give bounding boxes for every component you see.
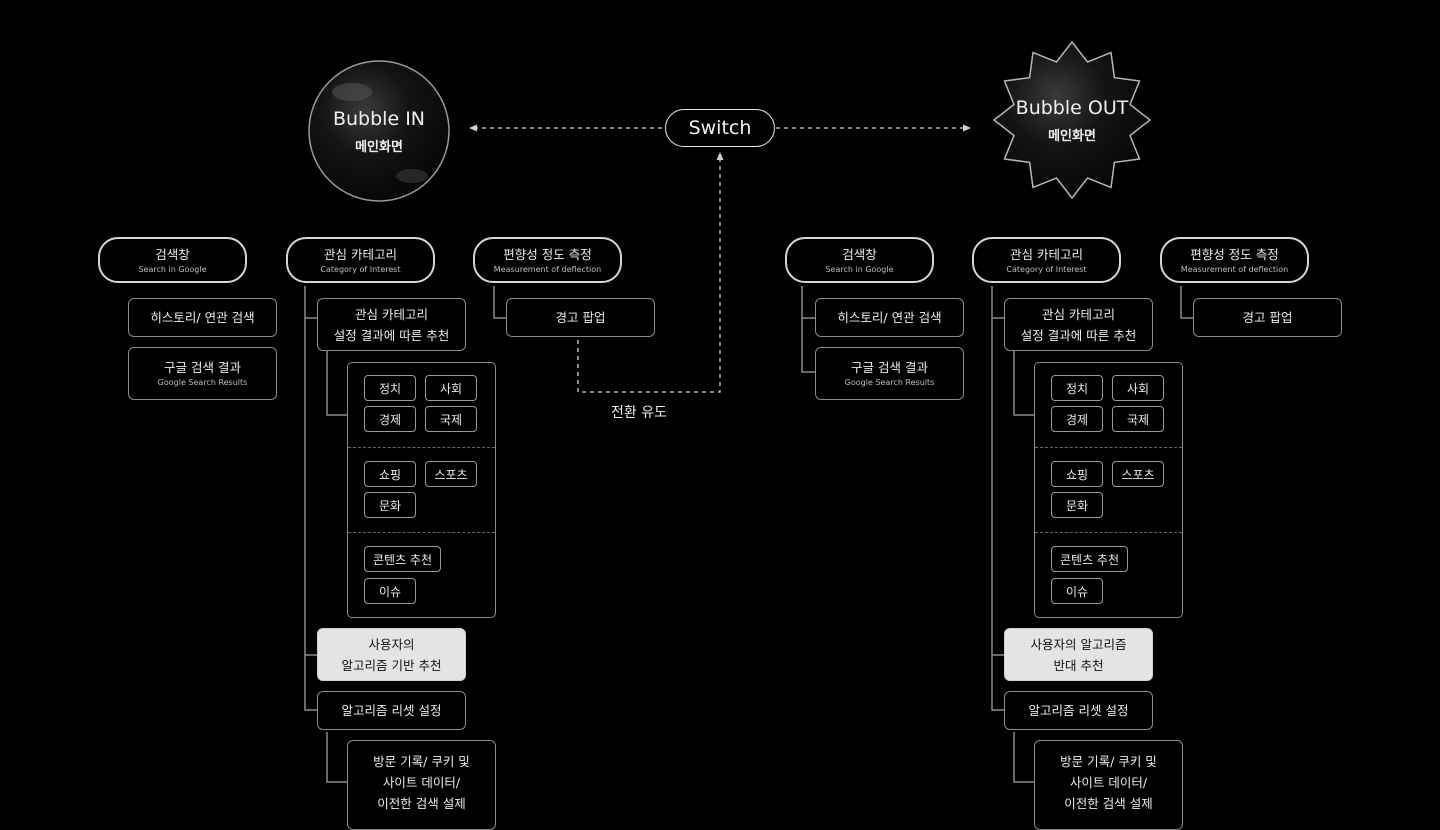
left-search-subtitle: Search in Google: [138, 264, 207, 274]
left-google-results-subtitle: Google Search Results: [157, 378, 248, 387]
right-algo-reco-line2: 반대 추천: [1053, 657, 1104, 673]
left-tag-culture[interactable]: 문화: [364, 492, 416, 518]
induce-switch-label: 전환 유도: [611, 405, 667, 421]
right-tag-shopping[interactable]: 쇼핑: [1051, 461, 1103, 487]
right-algo-reset-label: 알고리즘 리셋 설정: [1028, 702, 1129, 718]
right-tag-economy[interactable]: 경제: [1051, 406, 1103, 432]
right-tag-politics[interactable]: 정치: [1051, 375, 1103, 401]
left-tag-society[interactable]: 사회: [425, 375, 477, 401]
left-tag-issue[interactable]: 이슈: [364, 578, 416, 604]
right-deflection-title: 편향성 정도 측정: [1190, 246, 1279, 262]
right-interest-box[interactable]: 관심 카테고리 Category of Interest: [972, 237, 1121, 283]
left-algo-reset-label: 알고리즘 리셋 설정: [341, 702, 442, 718]
left-visit-line3: 이전한 검색 설제: [377, 796, 466, 811]
group-divider: [348, 447, 495, 448]
left-visit-line2: 사이트 데이터/: [382, 775, 461, 790]
right-google-results-title: 구글 검색 결과: [851, 360, 928, 375]
left-deflection-subtitle: Measurement of deflection: [493, 264, 602, 274]
right-deflection-box[interactable]: 편향성 정도 측정 Measurement of deflection: [1160, 237, 1309, 283]
right-visit-line3: 이전한 검색 설제: [1064, 796, 1153, 811]
connector-lines: [304, 40, 1193, 783]
right-history-box[interactable]: 히스토리/ 연관 검색: [815, 298, 964, 337]
left-algo-reco-line1: 사용자의: [368, 636, 415, 652]
bubble-in-subtitle: 메인화면: [355, 139, 403, 155]
left-visit-history-box[interactable]: 방문 기록/ 쿠키 및 사이트 데이터/ 이전한 검색 설제: [347, 740, 496, 830]
left-warning-label: 경고 팝업: [555, 309, 606, 325]
bubble-in[interactable]: Bubble IN 메인화면: [309, 61, 449, 201]
right-algo-reco-line1: 사용자의 알고리즘: [1030, 636, 1127, 652]
right-tag-issue[interactable]: 이슈: [1051, 578, 1103, 604]
right-interest-reco-line1: 관심 카테고리: [1042, 306, 1115, 322]
right-interest-title: 관심 카테고리: [1010, 246, 1083, 262]
right-tag-culture[interactable]: 문화: [1051, 492, 1103, 518]
left-deflection-box[interactable]: 편향성 정도 측정 Measurement of deflection: [473, 237, 622, 283]
left-interest-reco-line1: 관심 카테고리: [355, 306, 428, 322]
right-algo-reset-box[interactable]: 알고리즘 리셋 설정: [1004, 691, 1153, 730]
right-google-results-box[interactable]: 구글 검색 결과 Google Search Results: [815, 347, 964, 400]
left-tag-international[interactable]: 국제: [425, 406, 477, 432]
right-visit-line1: 방문 기록/ 쿠키 및: [1060, 754, 1157, 769]
right-search-subtitle: Search in Google: [825, 264, 894, 274]
left-interest-subtitle: Category of Interest: [320, 264, 401, 274]
left-tag-content-reco[interactable]: 콘텐츠 추천: [364, 546, 441, 572]
bubble-out-subtitle: 메인화면: [1048, 128, 1096, 144]
left-tag-politics[interactable]: 정치: [364, 375, 416, 401]
right-search-title: 검색창: [842, 246, 877, 262]
left-algo-reco-line2: 알고리즘 기반 추천: [341, 657, 442, 673]
left-interest-reco-line2: 설정 결과에 따른 추천: [333, 327, 450, 343]
group-divider: [1035, 532, 1182, 533]
right-visit-line2: 사이트 데이터/: [1069, 775, 1148, 790]
group-divider: [1035, 447, 1182, 448]
left-google-results-title: 구글 검색 결과: [164, 360, 241, 375]
left-algo-reco-box[interactable]: 사용자의 알고리즘 기반 추천: [317, 628, 466, 681]
left-interest-reco-box[interactable]: 관심 카테고리 설정 결과에 따른 추천: [317, 298, 466, 351]
left-algo-reset-box[interactable]: 알고리즘 리셋 설정: [317, 691, 466, 730]
left-category-group: [347, 362, 496, 618]
left-warning-popup-box[interactable]: 경고 팝업: [506, 298, 655, 337]
switch-button[interactable]: Switch: [665, 109, 775, 147]
left-tag-shopping[interactable]: 쇼핑: [364, 461, 416, 487]
right-search-box[interactable]: 검색창 Search in Google: [785, 237, 934, 283]
right-warning-popup-box[interactable]: 경고 팝업: [1193, 298, 1342, 337]
left-tag-economy[interactable]: 경제: [364, 406, 416, 432]
left-interest-box[interactable]: 관심 카테고리 Category of Interest: [286, 237, 435, 283]
right-tag-sports[interactable]: 스포츠: [1112, 461, 1164, 487]
right-visit-history-box[interactable]: 방문 기록/ 쿠키 및 사이트 데이터/ 이전한 검색 설제: [1034, 740, 1183, 830]
right-google-results-subtitle: Google Search Results: [844, 378, 935, 387]
left-google-results-box[interactable]: 구글 검색 결과 Google Search Results: [128, 347, 277, 400]
right-history-label: 히스토리/ 연관 검색: [837, 309, 942, 325]
bubble-in-sphere: [308, 60, 450, 202]
left-search-box[interactable]: 검색창 Search in Google: [98, 237, 247, 283]
bubble-out[interactable]: Bubble OUT 메인화면: [1002, 50, 1142, 190]
bubble-out-star: [992, 40, 1152, 200]
right-tag-content-reco[interactable]: 콘텐츠 추천: [1051, 546, 1128, 572]
right-algo-reco-box[interactable]: 사용자의 알고리즘 반대 추천: [1004, 628, 1153, 681]
right-tag-international[interactable]: 국제: [1112, 406, 1164, 432]
bubble-in-title: Bubble IN: [332, 107, 426, 130]
bubble-out-title: Bubble OUT: [1015, 96, 1129, 119]
group-divider: [348, 532, 495, 533]
left-visit-line1: 방문 기록/ 쿠키 및: [373, 754, 470, 769]
right-deflection-subtitle: Measurement of deflection: [1180, 264, 1289, 274]
right-interest-subtitle: Category of Interest: [1006, 264, 1087, 274]
left-history-label: 히스토리/ 연관 검색: [150, 309, 255, 325]
right-interest-reco-line2: 설정 결과에 따른 추천: [1020, 327, 1137, 343]
right-warning-label: 경고 팝업: [1242, 309, 1293, 325]
right-tag-society[interactable]: 사회: [1112, 375, 1164, 401]
left-search-title: 검색창: [155, 246, 190, 262]
left-interest-title: 관심 카테고리: [324, 246, 397, 262]
left-deflection-title: 편향성 정도 측정: [503, 246, 592, 262]
left-history-box[interactable]: 히스토리/ 연관 검색: [128, 298, 277, 337]
right-category-group: [1034, 362, 1183, 618]
left-tag-sports[interactable]: 스포츠: [425, 461, 477, 487]
right-interest-reco-box[interactable]: 관심 카테고리 설정 결과에 따른 추천: [1004, 298, 1153, 351]
